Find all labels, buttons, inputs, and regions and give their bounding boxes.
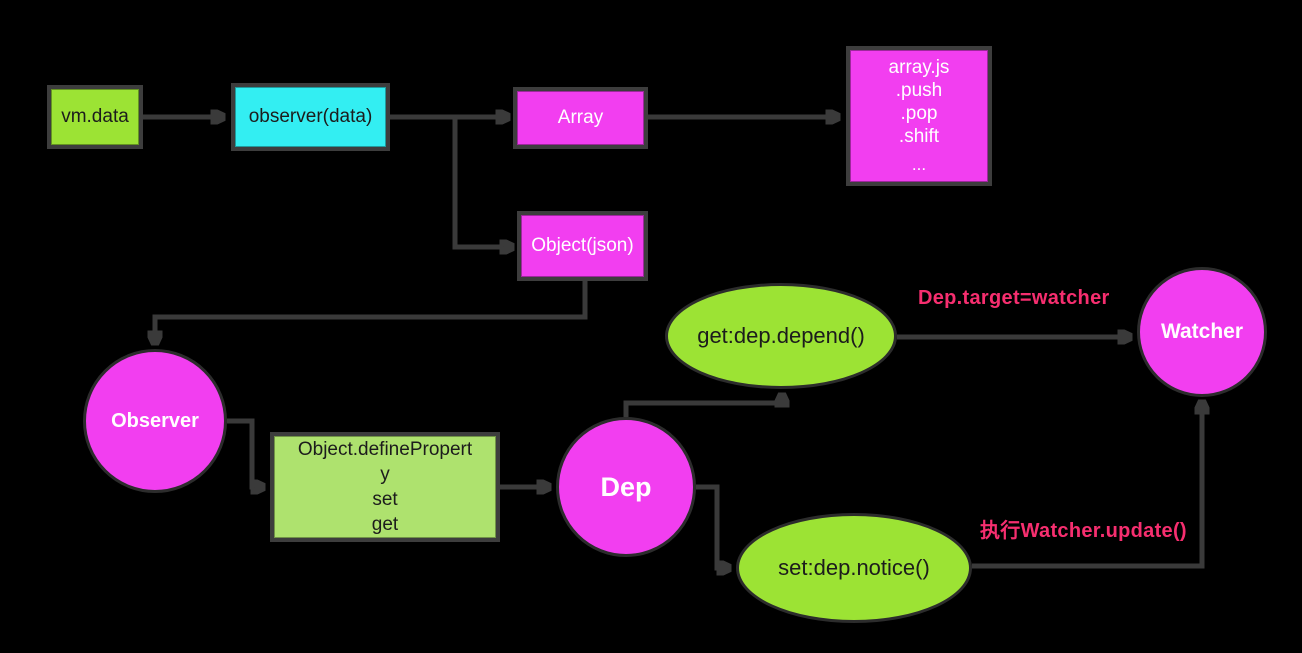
edge-observer-defineproperty bbox=[227, 418, 261, 487]
node-line: Object.definePropert bbox=[297, 439, 473, 460]
node-multiline-label: array.js .push .pop .shift ... bbox=[889, 56, 950, 176]
node-label: Object(json) bbox=[531, 234, 634, 256]
node-multiline-label: Object.definePropert y set get bbox=[298, 437, 472, 537]
edge-dep-getdepdepend bbox=[623, 397, 782, 417]
edge-label-dep-target: Dep.target=watcher bbox=[918, 287, 1110, 309]
node-label: Observer bbox=[111, 410, 199, 432]
node-line: get bbox=[371, 514, 399, 535]
edge-observerdata-objectjson bbox=[452, 117, 510, 247]
edge-setdepnotice-watcher bbox=[972, 404, 1202, 569]
node-line: set bbox=[372, 489, 398, 510]
edge-objectjson-observer bbox=[155, 281, 588, 341]
node-set-dep-notice: set:dep.notice() bbox=[736, 513, 972, 623]
node-watcher: Watcher bbox=[1137, 267, 1267, 397]
node-line: .pop bbox=[900, 103, 938, 124]
node-get-dep-depend: get:dep.depend() bbox=[665, 283, 897, 389]
node-define-property: Object.definePropert y set get bbox=[270, 432, 500, 542]
node-line: .push bbox=[895, 80, 943, 101]
node-label: observer(data) bbox=[248, 105, 373, 127]
node-observer: Observer bbox=[83, 349, 227, 493]
node-label: get:dep.depend() bbox=[697, 322, 865, 348]
node-vm-data: vm.data bbox=[47, 85, 143, 149]
node-array-js: array.js .push .pop .shift ... bbox=[846, 46, 992, 186]
node-dep: Dep bbox=[556, 417, 696, 557]
edge-label-exec-watcher-update: 执行Watcher.update() bbox=[980, 520, 1187, 542]
node-array: Array bbox=[513, 87, 648, 149]
node-line: array.js bbox=[888, 57, 950, 78]
node-label: Dep bbox=[600, 471, 652, 502]
node-line: .shift bbox=[898, 126, 940, 147]
node-observer-data: observer(data) bbox=[231, 83, 390, 151]
node-label: Watcher bbox=[1160, 320, 1244, 344]
node-object-json: Object(json) bbox=[517, 211, 648, 281]
node-label: Array bbox=[557, 106, 604, 128]
node-line: ... bbox=[911, 155, 927, 174]
node-label: vm.data bbox=[61, 105, 129, 127]
edge-dep-setdepnotice bbox=[696, 484, 727, 568]
node-line: y bbox=[380, 464, 390, 485]
node-label: set:dep.notice() bbox=[778, 554, 930, 580]
